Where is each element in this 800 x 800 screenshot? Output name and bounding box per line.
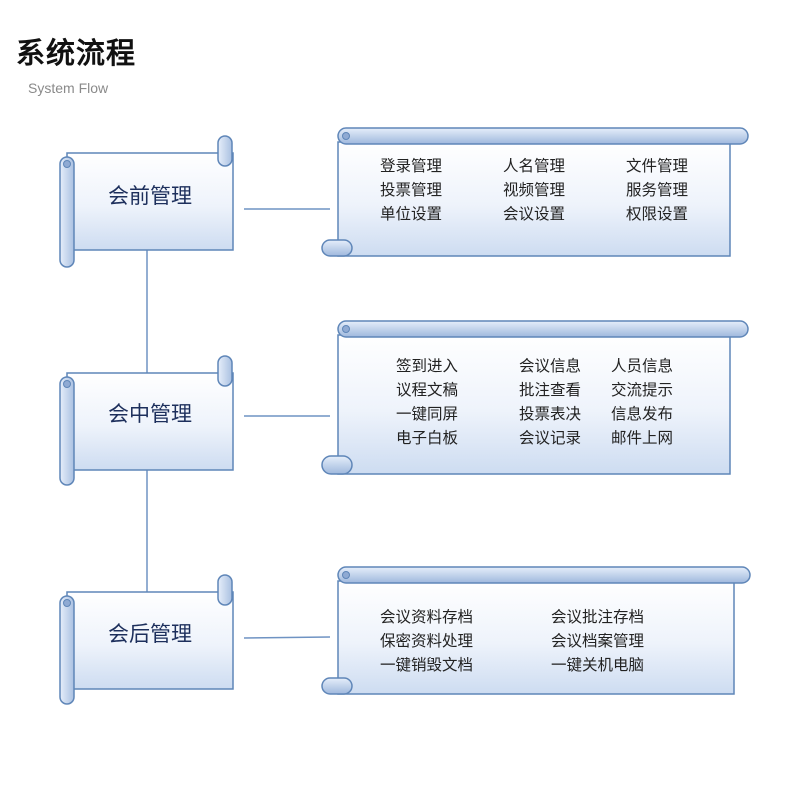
list-item: 会议批注存档 xyxy=(551,608,645,626)
list-item: 信息发布 xyxy=(611,405,674,423)
page-subtitle: System Flow xyxy=(28,80,109,96)
list-item: 会议记录 xyxy=(519,429,582,447)
stage-label-in-meeting: 会中管理 xyxy=(108,402,192,426)
list-item: 单位设置 xyxy=(380,205,443,223)
stage-items-pre-meeting: 登录管理 人名管理 文件管理 投票管理 视频管理 服务管理 单位设置 会议设置 … xyxy=(380,154,726,226)
list-item: 一键关机电脑 xyxy=(551,656,645,674)
list-item: 批注查看 xyxy=(519,381,582,399)
items-scroll-post-meeting xyxy=(321,566,751,695)
list-item: 电子白板 xyxy=(396,429,459,447)
page-title: 系统流程 xyxy=(16,36,137,70)
list-item: 投票管理 xyxy=(380,181,443,199)
list-item: 一键同屏 xyxy=(396,405,459,423)
list-item: 签到进入 xyxy=(396,357,459,375)
items-scroll-in-meeting xyxy=(321,320,749,475)
list-item: 人员信息 xyxy=(611,357,674,375)
list-item: 服务管理 xyxy=(626,181,689,199)
stage-label-pre-meeting: 会前管理 xyxy=(108,184,192,208)
list-item: 保密资料处理 xyxy=(380,632,474,650)
stage-items-in-meeting: 签到进入 会议信息 人员信息 议程文稿 批注查看 交流提示 一键同屏 投票表决 … xyxy=(396,354,711,450)
list-item: 邮件上网 xyxy=(611,429,674,447)
list-item: 会议资料存档 xyxy=(380,608,474,626)
list-item: 会议信息 xyxy=(519,357,582,375)
list-item: 视频管理 xyxy=(503,181,566,199)
list-item: 会议档案管理 xyxy=(551,632,645,650)
list-item: 会议设置 xyxy=(503,205,566,223)
stage-scroll-post-meeting xyxy=(59,574,234,705)
stage-items-post-meeting: 会议资料存档 会议批注存档 保密资料处理 会议档案管理 一键销毁文档 一键关机电… xyxy=(380,605,681,677)
list-item: 文件管理 xyxy=(626,157,689,175)
list-item: 登录管理 xyxy=(380,157,443,175)
list-item: 议程文稿 xyxy=(396,381,459,399)
list-item: 投票表决 xyxy=(519,405,582,423)
stage-label-post-meeting: 会后管理 xyxy=(108,622,192,646)
items-scroll-pre-meeting xyxy=(321,127,749,257)
stage-connector-3 xyxy=(243,636,331,639)
list-item: 人名管理 xyxy=(503,157,566,175)
list-item: 交流提示 xyxy=(611,381,674,399)
list-item: 一键销毁文档 xyxy=(380,656,474,674)
stage-scroll-pre-meeting xyxy=(59,135,234,268)
stage-scroll-in-meeting xyxy=(59,355,234,486)
list-item: 权限设置 xyxy=(626,205,689,223)
